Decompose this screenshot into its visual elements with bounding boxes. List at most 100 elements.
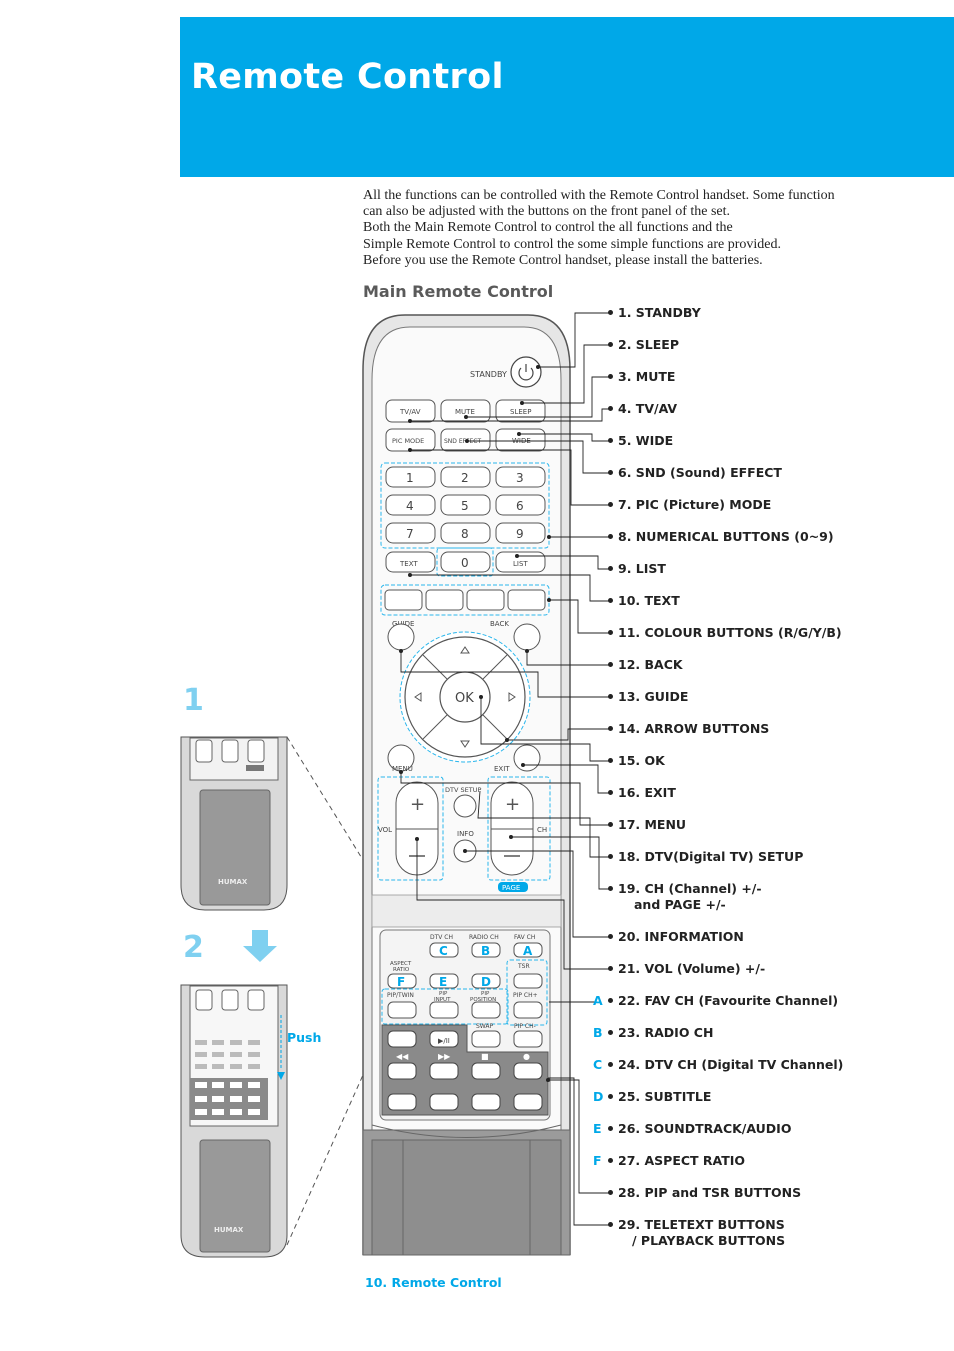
svg-text:▶/II: ▶/II — [438, 1037, 450, 1045]
favch-label: FAV CH — [514, 934, 535, 941]
callout-item: 6. SND (Sound) EFFECT — [608, 465, 782, 480]
radioch-label: RADIO CH — [469, 934, 499, 941]
callout-item: 16. EXIT — [608, 785, 676, 800]
back-label: BACK — [490, 620, 509, 628]
sleep-label: SLEEP — [510, 408, 531, 416]
callout-item: 2. SLEEP — [608, 337, 679, 352]
swap-label: SWAP — [476, 1023, 494, 1030]
svg-text:■: ■ — [481, 1052, 489, 1061]
pipposition-label-2: POSITION — [470, 997, 496, 1003]
callout-item: 15. OK — [608, 753, 665, 768]
page-label: PAGE — [502, 884, 520, 892]
mute-label: MUTE — [455, 408, 475, 416]
page-footer: 10. Remote Control — [365, 1275, 502, 1290]
callout-item: 8. NUMERICAL BUTTONS (0~9) — [608, 529, 834, 544]
intro-line: Both the Main Remote Control to control … — [363, 220, 733, 236]
svg-text:+: + — [505, 794, 520, 815]
num-6: 6 — [516, 499, 524, 513]
callout-item: 17. MENU — [608, 817, 686, 832]
callout-item: 7. PIC (Picture) MODE — [608, 497, 771, 512]
aspect-label-2: RATIO — [393, 967, 410, 973]
dtvsetup-label: DTV SETUP — [445, 786, 481, 794]
letter-c: C — [439, 944, 448, 958]
pipinput-label-2: INPUT — [434, 997, 451, 1003]
menu-label: MENU — [392, 765, 413, 773]
callout-item: 5. WIDE — [608, 433, 673, 448]
num-9: 9 — [516, 527, 524, 541]
header-bar — [180, 17, 954, 177]
exit-label: EXIT — [494, 765, 510, 773]
callout-item: 28. PIP and TSR BUTTONS — [608, 1185, 801, 1200]
callout-item: 3. MUTE — [608, 369, 675, 384]
intro-line: Simple Remote Control to control the som… — [363, 236, 781, 252]
dtvch-label: DTV CH — [430, 934, 453, 941]
num-5: 5 — [461, 499, 469, 513]
push-label: Push — [287, 1030, 322, 1045]
info-label: INFO — [457, 830, 474, 838]
pipposition-label-1: PIP — [481, 991, 490, 997]
callout-item: 4. TV/AV — [608, 401, 677, 416]
num-0: 0 — [461, 556, 469, 570]
pipchminus-label: PIP CH- — [514, 1023, 536, 1030]
ch-label: CH — [537, 826, 547, 834]
brand-logo-1: HUMAX — [218, 878, 248, 886]
callout-item: 12. BACK — [608, 657, 683, 672]
step-number-2: 2 — [183, 930, 204, 965]
svg-text:●: ● — [523, 1052, 530, 1061]
letter-f: F — [397, 975, 405, 989]
callout-item: 21. VOL (Volume) +/- — [608, 961, 765, 976]
callout-item: 10. TEXT — [608, 593, 680, 608]
brand-logo-2: HUMAX — [214, 1226, 244, 1234]
callout-item: 19. CH (Channel) +/-and PAGE +/- — [608, 881, 762, 912]
pipchplus-label: PIP CH+ — [513, 992, 538, 999]
letter-d: D — [481, 975, 491, 989]
svg-text:◀◀: ◀◀ — [396, 1052, 409, 1061]
callout-item: 29. TELETEXT BUTTONS/ PLAYBACK BUTTONS — [608, 1217, 785, 1248]
intro-line: All the functions can be controlled with… — [363, 188, 835, 203]
piptwin-label: PIP/TWIN — [387, 992, 414, 999]
picmode-label: PIC MODE — [392, 437, 424, 445]
callout-item: 11. COLOUR BUTTONS (R/G/Y/B) — [608, 625, 842, 640]
letter-a: A — [523, 944, 533, 958]
intro-line: can also be adjusted with the buttons on… — [363, 204, 731, 220]
num-3: 3 — [516, 471, 524, 485]
vol-label: VOL — [378, 826, 392, 834]
callout-item: 14. ARROW BUTTONS — [608, 721, 769, 736]
pipinput-label-1: PIP — [439, 991, 448, 997]
num-7: 7 — [406, 527, 414, 541]
intro-paragraph: All the functions can be controlled with… — [363, 188, 903, 269]
svg-text:+: + — [410, 794, 425, 815]
ok-label: OK — [455, 691, 474, 706]
callout-item: 9. LIST — [608, 561, 666, 576]
text-label: TEXT — [399, 560, 418, 568]
letter-b: B — [481, 944, 490, 958]
step-number-1: 1 — [183, 683, 204, 718]
num-4: 4 — [406, 499, 414, 513]
letter-e: E — [439, 975, 447, 989]
num-1: 1 — [406, 471, 414, 485]
tsr-label: TSR — [517, 963, 530, 970]
num-8: 8 — [461, 527, 469, 541]
callout-item: 18. DTV(Digital TV) SETUP — [608, 849, 803, 864]
callout-item: 1. STANDBY — [608, 305, 701, 320]
intro-line: Before you use the Remote Control handse… — [363, 252, 763, 268]
section-title: Main Remote Control — [363, 282, 554, 301]
tvav-label: TV/AV — [399, 408, 421, 416]
list-label: LIST — [513, 560, 528, 568]
callout-item: 20. INFORMATION — [608, 929, 744, 944]
standby-label: STANDBY — [470, 370, 507, 379]
callout-item: 13. GUIDE — [608, 689, 688, 704]
svg-text:▶▶: ▶▶ — [438, 1052, 451, 1061]
aspect-label-1: ASPECT — [390, 961, 412, 967]
page-title: Remote Control — [191, 57, 504, 97]
sndeffect-label: SND EFFECT — [444, 438, 481, 445]
